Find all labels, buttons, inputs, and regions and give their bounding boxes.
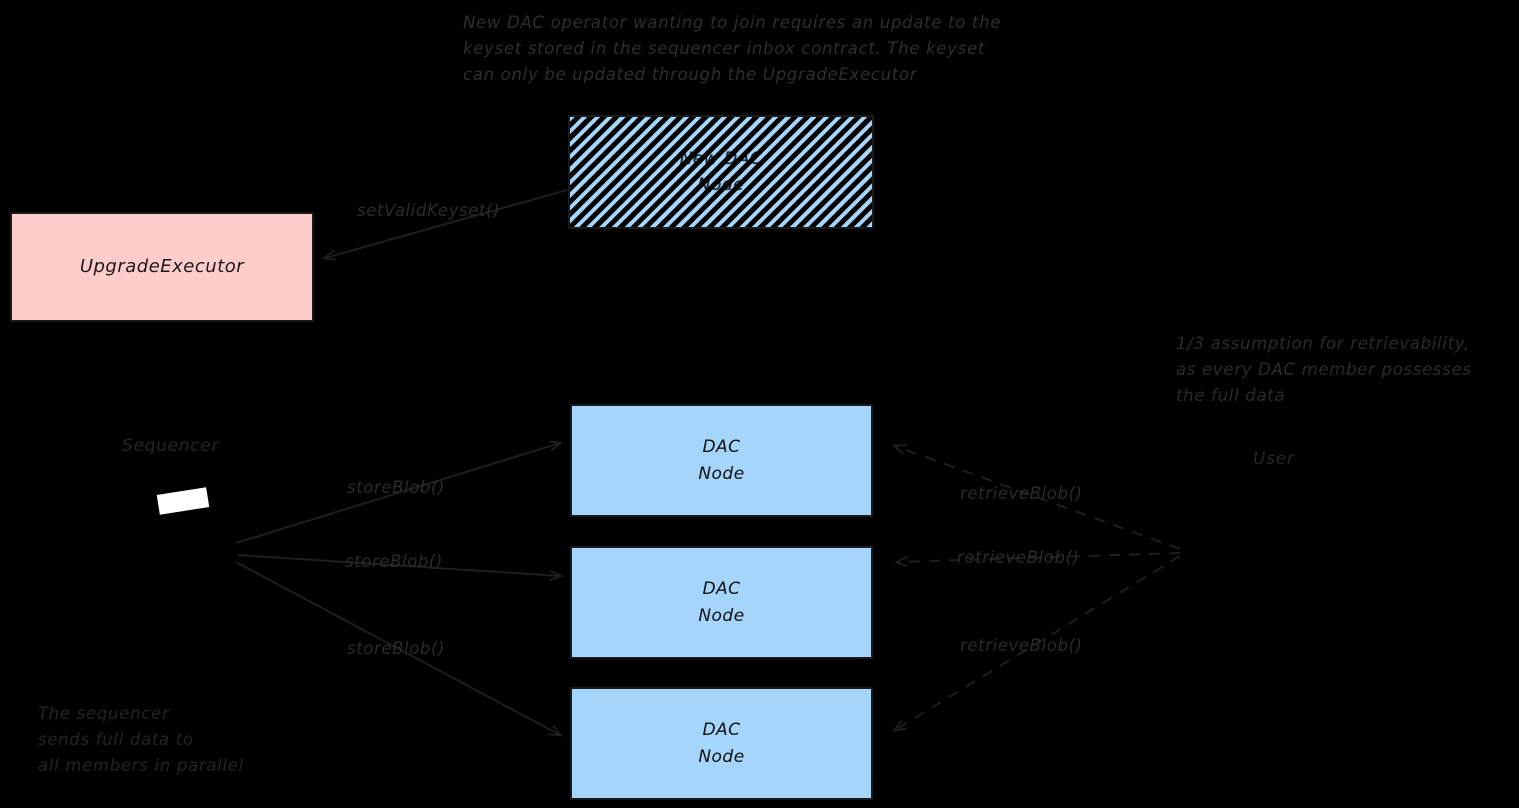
- node-dac-node-1-label: DAC Node: [698, 437, 745, 484]
- edge-label-store-blob-3: storeBlob(): [347, 639, 446, 658]
- edge-label-retrieve-blob-3: retrieveBlob(): [960, 636, 1083, 655]
- actor-label-sequencer: Sequencer: [122, 436, 220, 456]
- node-dac-node-3-label: DAC Node: [698, 720, 745, 767]
- edge-label-store-blob-2: storeBlob(): [345, 552, 444, 571]
- node-upgrade-executor-label: UpgradeExecutor: [79, 256, 245, 278]
- edge-store-blob-3: [235, 561, 560, 735]
- node-dac-node-1[interactable]: DAC Node: [570, 404, 873, 517]
- edge-set-valid-keyset: [325, 189, 568, 258]
- node-new-dac-node-label: New DAC Node: [679, 148, 763, 195]
- edge-label-retrieve-blob-1: retrieveBlob(): [960, 484, 1083, 503]
- edge-retrieve-blob-3: [895, 555, 1181, 730]
- node-dac-node-3[interactable]: DAC Node: [570, 687, 873, 800]
- edge-label-set-valid-keyset: setValidKeyset(): [357, 201, 501, 220]
- actor-label-user: User: [1253, 449, 1295, 469]
- edge-retrieve-blob-1: [895, 446, 1181, 550]
- edge-label-retrieve-blob-2: retrieveBlob(): [957, 548, 1080, 567]
- node-new-dac-node[interactable]: New DAC Node: [568, 115, 874, 229]
- annotation-retrievability: 1/3 assumption for retrievability, as ev…: [1176, 334, 1472, 406]
- edge-store-blob-1: [235, 443, 560, 544]
- edge-retrieve-blob-2: [897, 552, 1181, 562]
- node-dac-node-2-label: DAC Node: [698, 579, 745, 626]
- edge-label-store-blob-1: storeBlob(): [347, 478, 446, 497]
- annotation-keyset-update: New DAC operator wanting to join require…: [463, 13, 1002, 85]
- node-dac-node-2[interactable]: DAC Node: [570, 546, 873, 659]
- edge-store-blob-2: [237, 554, 560, 576]
- annotation-sequencer-parallel: The sequencer sends full data to all mem…: [38, 704, 244, 776]
- node-upgrade-executor[interactable]: UpgradeExecutor: [10, 212, 314, 322]
